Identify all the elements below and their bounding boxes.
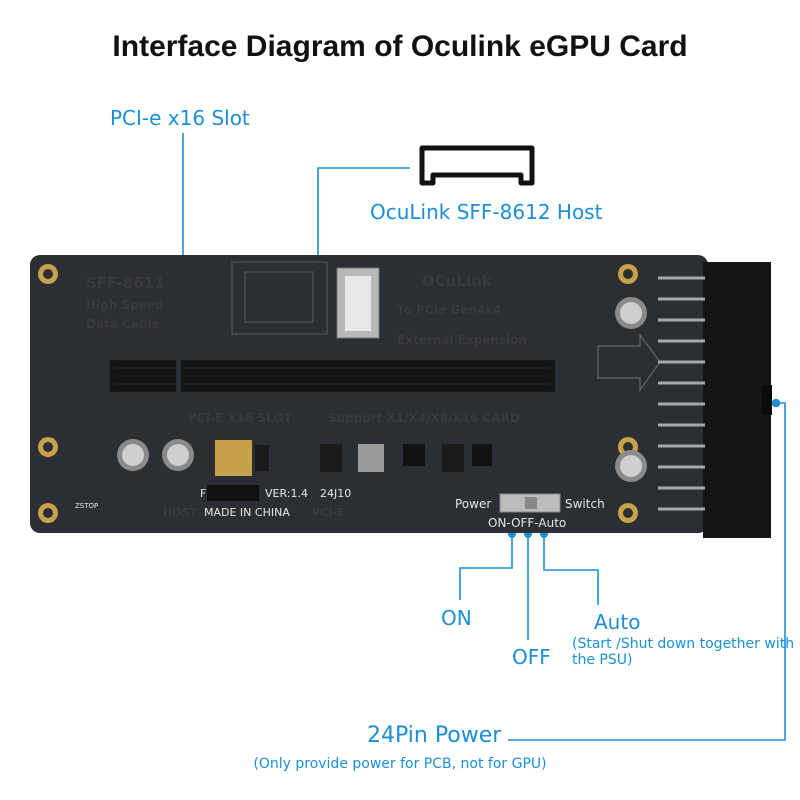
label-blackout	[207, 485, 259, 501]
atx-latch	[762, 385, 772, 415]
leader-power	[508, 402, 786, 741]
version-label: VER:1.4	[265, 487, 308, 500]
chip-q	[320, 444, 342, 472]
callout-power-note: (Only provide power for PCB, not for GPU…	[253, 756, 547, 772]
oculink-port-icon	[419, 145, 535, 186]
switch-power-label: Power	[455, 497, 491, 511]
capacitor-left-2	[162, 439, 194, 471]
sff-line-3: Data Cable	[86, 317, 160, 331]
diagram-title: Interface Diagram of Oculink eGPU Card	[112, 30, 688, 63]
power-arrow-outline	[597, 333, 661, 392]
atx-pins	[658, 276, 705, 511]
oculink-line-1: OCuLink	[422, 272, 493, 290]
sff-line-1: SFF-8611	[86, 274, 165, 292]
host-label: HOST	[163, 506, 197, 519]
capacitor-left-1	[117, 439, 149, 471]
switch-label: Switch	[565, 497, 605, 511]
capacitor-right-2	[615, 450, 647, 482]
made-in-label: MADE IN CHINA	[204, 506, 290, 519]
chip-u3	[255, 445, 269, 471]
atx-24pin-connector	[703, 262, 771, 538]
pcb-board	[30, 255, 708, 533]
switch-knob	[525, 497, 537, 509]
sff-line-2: High Speed	[86, 298, 164, 312]
callout-oculink-host: OcuLink SFF-8612 Host	[370, 200, 603, 224]
callout-auto-note: (Start /Shut down together with the PSU)	[572, 636, 795, 668]
oculink-line-2: To PCIe Gen4x4	[397, 303, 501, 317]
support-label: Support X1/X4/X8/X16 CARD	[328, 411, 520, 425]
chip-u4	[472, 444, 492, 466]
callout-pcie-slot: PCI-e x16 Slot	[110, 106, 250, 130]
callout-on: ON	[441, 606, 472, 630]
callout-24pin-power: 24Pin Power	[367, 723, 502, 748]
inductor-l1	[358, 444, 384, 472]
capacitor-right-1	[615, 297, 647, 329]
date-code: 24J10	[320, 487, 351, 500]
gold-pad	[215, 440, 252, 476]
callout-auto: Auto	[594, 610, 641, 634]
pcie-label: PCI-E	[312, 506, 344, 519]
oculink-connector	[231, 261, 328, 335]
switch-modes-label: ON-OFF-Auto	[488, 516, 566, 530]
slot-label: PCI-E X16 SLOT	[188, 411, 293, 425]
chip-u	[403, 444, 425, 466]
chip-q2	[442, 444, 464, 472]
brand-label: ZSTOP	[75, 502, 98, 510]
oculink-line-3: External Expansion	[397, 333, 527, 347]
pcie-x16-slot	[110, 360, 555, 392]
callout-off: OFF	[512, 645, 551, 669]
leader-on	[459, 534, 513, 600]
slot-pins	[115, 367, 550, 385]
leader-auto	[543, 534, 599, 605]
